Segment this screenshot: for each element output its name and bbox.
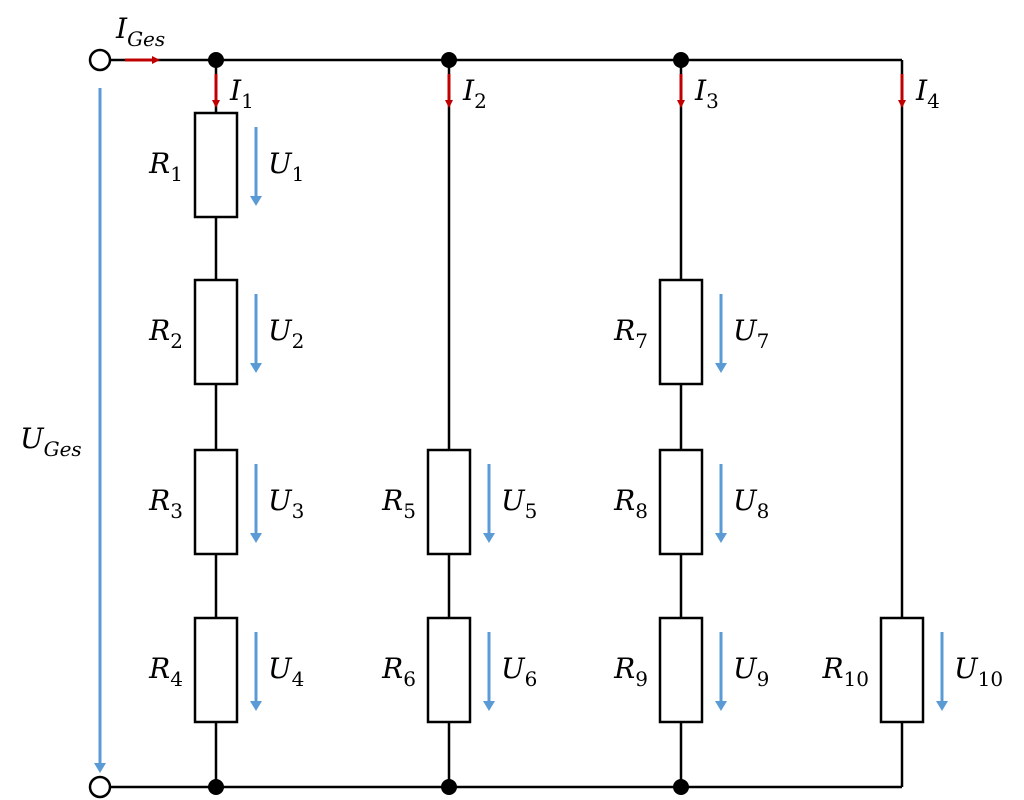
current-subscript: 3 [706, 89, 719, 113]
resistor-r1 [193, 111, 239, 219]
bottom-terminal [88, 775, 112, 799]
current-label-i2: I2 [462, 74, 487, 113]
arrows-layer [94, 56, 948, 773]
voltage-subscript: 6 [525, 667, 538, 691]
resistor-subscript: 10 [844, 667, 869, 691]
voltage-label-u8: U8 [733, 484, 769, 523]
voltage-subscript: 4 [292, 667, 305, 691]
resistor-r8 [658, 448, 704, 556]
resistors-layer [193, 111, 925, 724]
resistor-subscript: 7 [635, 329, 648, 353]
voltage-label-u3: U3 [268, 484, 304, 523]
resistor-label-r7: R7 [613, 314, 648, 353]
resistor-label-r2: R2 [148, 314, 183, 353]
resistor-label-r6: R6 [381, 652, 416, 691]
voltage-subscript: 10 [978, 667, 1003, 691]
resistor-subscript: 2 [170, 329, 183, 353]
resistor-r6 [426, 616, 472, 724]
voltage-label-u2: U2 [268, 314, 304, 353]
resistor-r7 [658, 278, 704, 386]
resistor-subscript: 6 [403, 667, 416, 691]
top-junction-node [673, 52, 689, 68]
current-subscript: 4 [927, 89, 940, 113]
resistor-subscript: 3 [170, 499, 183, 523]
bottom-junction-node [208, 779, 224, 795]
resistor-r10 [879, 616, 925, 724]
resistor-subscript: 8 [635, 499, 648, 523]
resistor-label-r8: R8 [613, 484, 648, 523]
supply-voltage-subscript: Ges [44, 437, 82, 461]
top-junction-node [441, 52, 457, 68]
resistor-subscript: 5 [403, 499, 416, 523]
top-junction-node [208, 52, 224, 68]
current-subscript: 1 [241, 89, 254, 113]
resistor-r5 [426, 448, 472, 556]
current-label-i1: I1 [229, 74, 254, 113]
supply-current-subscript: Ges [127, 27, 165, 51]
voltage-label-u7: U7 [733, 314, 769, 353]
resistor-r9 [658, 616, 704, 724]
voltage-subscript: 8 [757, 499, 770, 523]
voltage-label-u9: U9 [733, 652, 769, 691]
voltage-label-u1: U1 [268, 147, 304, 186]
resistor-subscript: 4 [170, 667, 183, 691]
voltage-label-u5: U5 [501, 484, 537, 523]
bottom-junction-node [673, 779, 689, 795]
voltage-subscript: 1 [292, 162, 305, 186]
top-terminal [88, 48, 112, 72]
resistor-label-r10: R10 [821, 652, 869, 691]
supply-current-label: IGes [115, 12, 165, 51]
resistor-label-r4: R4 [148, 652, 183, 691]
voltage-label-u4: U4 [268, 652, 304, 691]
voltage-label-u6: U6 [501, 652, 537, 691]
voltage-subscript: 7 [757, 329, 770, 353]
bottom-junction-node [441, 779, 457, 795]
nodes-layer [88, 48, 689, 799]
resistor-subscript: 1 [170, 162, 183, 186]
resistor-r4 [193, 616, 239, 724]
voltage-subscript: 5 [525, 499, 538, 523]
resistor-subscript: 9 [635, 667, 648, 691]
voltage-subscript: 2 [292, 329, 305, 353]
voltage-subscript: 9 [757, 667, 770, 691]
resistor-r3 [193, 448, 239, 556]
voltage-label-u10: U10 [954, 652, 1003, 691]
resistor-label-r9: R9 [613, 652, 648, 691]
resistor-label-r5: R5 [381, 484, 416, 523]
resistor-label-r3: R3 [148, 484, 183, 523]
current-subscript: 2 [474, 89, 487, 113]
supply-voltage-label: UGes [20, 422, 82, 461]
resistor-label-r1: R1 [148, 147, 183, 186]
current-label-i3: I3 [694, 74, 719, 113]
voltage-subscript: 3 [292, 499, 305, 523]
resistor-r2 [193, 278, 239, 386]
current-label-i4: I4 [915, 74, 940, 113]
